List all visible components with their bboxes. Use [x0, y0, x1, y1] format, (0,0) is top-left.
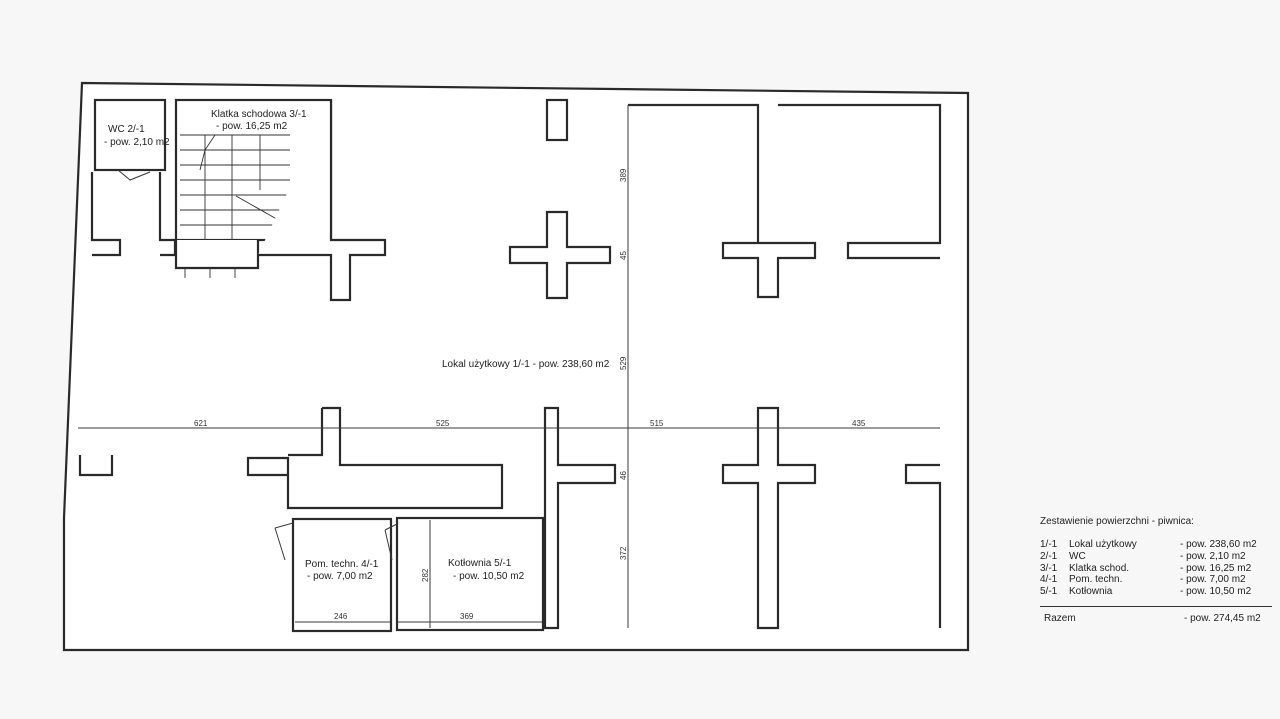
- label-stairs-name: Klatka schodowa 3/-1: [211, 109, 307, 120]
- dim-label-h4: 435: [852, 419, 866, 428]
- summary-row: 3/-1 Klatka schod. - pow. 16,25 m2: [1040, 563, 1272, 575]
- room-tech: [291, 517, 393, 633]
- dim-label-h1: 621: [194, 419, 208, 428]
- column-lower-mid: [543, 406, 617, 630]
- boiler-door: [384, 523, 398, 561]
- summary-total-area: - pow. 274,45 m2: [1184, 612, 1261, 624]
- label-boiler-name: Kotłownia 5/-1: [448, 558, 512, 569]
- column-cross: [508, 210, 612, 300]
- partition-lower-left: [78, 408, 324, 477]
- wc-door: [117, 169, 151, 181]
- label-tech-name: Pom. techn. 4/-1: [305, 559, 379, 570]
- room-boiler: [395, 516, 545, 632]
- staircase-lower: [174, 240, 260, 270]
- summary-code: 2/-1: [1040, 550, 1058, 562]
- summary-code: 5/-1: [1040, 586, 1058, 598]
- summary-area: - pow. 16,25 m2: [1180, 562, 1252, 574]
- area-summary: Zestawienie powierzchni - piwnica: 1/-1 …: [1040, 516, 1272, 624]
- summary-row: 2/-1 WC - pow. 2,10 m2: [1040, 551, 1272, 563]
- summary-row: 5/-1 Kotłownia - pow. 10,50 m2: [1040, 586, 1272, 598]
- summary-rows: 1/-1 Lokal użytkowy - pow. 238,60 m2 2/-…: [1040, 539, 1272, 598]
- dim-label-v1: 389: [619, 168, 628, 182]
- dim-label-v3: 529: [619, 356, 628, 370]
- summary-row: 4/-1 Pom. techn. - pow. 7,00 m2: [1040, 574, 1272, 586]
- summary-name: WC: [1069, 550, 1086, 562]
- summary-code: 4/-1: [1040, 574, 1058, 586]
- staircase-door: [184, 268, 236, 278]
- summary-row: 1/-1 Lokal użytkowy - pow. 238,60 m2: [1040, 539, 1272, 551]
- room-upper-mid: [628, 103, 817, 299]
- stair-treads: [180, 134, 290, 240]
- summary-divider: [1040, 605, 1272, 607]
- column-lower-right: [721, 406, 817, 630]
- summary-area: - pow. 7,00 m2: [1180, 574, 1246, 586]
- label-wc-area: - pow. 2,10 m2: [104, 137, 170, 148]
- room-upper-right: [778, 103, 942, 260]
- dim-label-tech-width: 246: [334, 612, 348, 621]
- label-tech-area: - pow. 7,00 m2: [307, 571, 373, 582]
- dim-label-v2: 45: [619, 251, 628, 260]
- label-main: Lokal użytkowy 1/-1 - pow. 238,60 m2: [442, 359, 610, 370]
- summary-total-label: Razem: [1044, 612, 1076, 624]
- summary-name: Klatka schod.: [1069, 562, 1130, 574]
- summary-area: - pow. 10,50 m2: [1180, 586, 1252, 598]
- label-wc-name: WC 2/-1: [108, 124, 145, 135]
- room-lower-right: [904, 463, 942, 628]
- tech-door: [274, 522, 294, 561]
- summary-code: 1/-1: [1040, 539, 1058, 550]
- summary-code: 3/-1: [1040, 562, 1058, 574]
- summary-name: Lokal użytkowy: [1069, 539, 1137, 550]
- room-wc: [93, 98, 167, 172]
- top-notch: [545, 98, 569, 142]
- partition-upper-left: [258, 100, 387, 302]
- dim-label-boiler-height: 282: [421, 568, 430, 582]
- summary-name: Kotłownia: [1069, 586, 1113, 598]
- summary-name: Pom. techn.: [1069, 574, 1123, 586]
- dim-label-v5: 372: [619, 546, 628, 560]
- dim-label-boiler-width: 369: [460, 612, 474, 621]
- summary-title: Zestawienie powierzchni - piwnica:: [1040, 516, 1194, 527]
- summary-area: - pow. 2,10 m2: [1180, 550, 1246, 562]
- dim-label-v4: 46: [619, 471, 628, 480]
- dim-label-h2: 525: [436, 419, 450, 428]
- label-boiler-area: - pow. 10,50 m2: [453, 571, 525, 582]
- summary-area: - pow. 238,60 m2: [1180, 539, 1257, 550]
- dim-label-h3: 515: [650, 419, 664, 428]
- label-stairs-area: - pow. 16,25 m2: [216, 121, 288, 132]
- summary-total: Razem - pow. 274,45 m2: [1040, 613, 1272, 624]
